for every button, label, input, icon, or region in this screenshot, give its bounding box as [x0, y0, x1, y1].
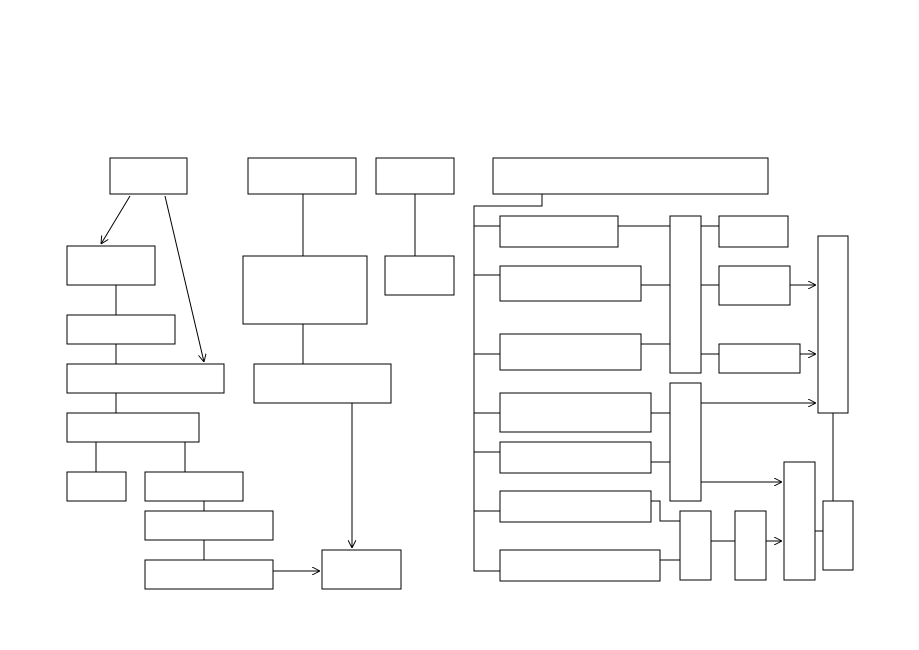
line-row6-col3: [651, 500, 680, 522]
box-left-7: [144, 510, 274, 541]
box-left-top: [109, 157, 188, 195]
box-bottom-center: [321, 549, 402, 590]
box-left-4: [66, 363, 225, 394]
box-right-header: [492, 157, 769, 195]
box-right-row-2: [499, 265, 642, 302]
box-collector-1: [669, 215, 702, 374]
box-right-out-2: [718, 265, 791, 306]
box-left-8: [144, 559, 274, 590]
arrow-top-to-box4: [164, 195, 204, 362]
box-right-out-1: [718, 215, 789, 248]
center-cluster: [242, 157, 455, 548]
arrow-top-to-box2: [101, 195, 131, 244]
box-left-2: [66, 245, 156, 286]
box-collector-4: [734, 510, 767, 581]
box-left-6b: [144, 471, 244, 502]
box-left-3: [66, 314, 176, 345]
box-collector-2: [669, 382, 702, 502]
line-header-bus: [473, 194, 543, 572]
left-cluster: [66, 157, 402, 590]
box-center-right-2: [384, 255, 455, 296]
box-right-row-5: [499, 441, 652, 474]
box-right-row-3: [499, 333, 642, 371]
right-cluster: [473, 157, 854, 582]
box-left-5: [66, 412, 200, 443]
box-center-right-top: [375, 157, 455, 195]
box-center-3: [253, 363, 392, 404]
box-left-6a: [66, 471, 127, 502]
box-right-mid: [783, 461, 816, 581]
box-center-top: [247, 157, 357, 195]
box-collector-3: [679, 510, 712, 581]
box-right-row-4: [499, 392, 652, 433]
box-right-tall: [817, 235, 849, 414]
box-right-row-1: [499, 215, 619, 248]
box-right-row-6: [499, 490, 652, 523]
box-right-row-7: [499, 549, 661, 582]
box-right-out-3: [718, 343, 801, 374]
box-right-end: [822, 500, 854, 571]
box-center-2: [242, 255, 368, 325]
